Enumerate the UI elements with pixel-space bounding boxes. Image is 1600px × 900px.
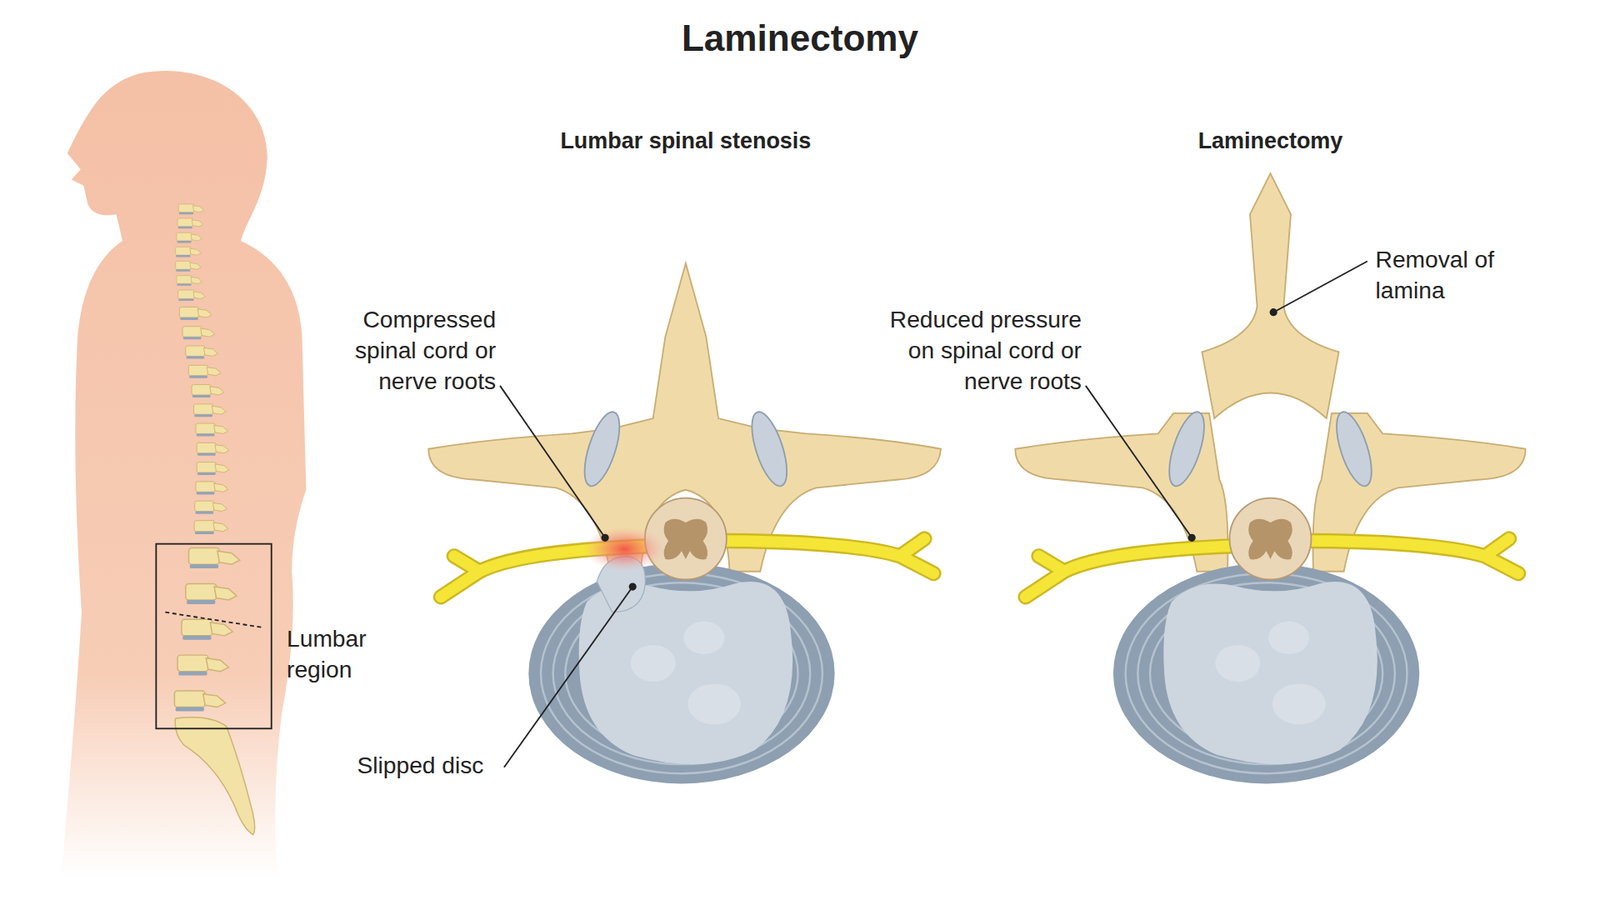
section-line [165,612,264,628]
region-label: Lumbar region [286,623,389,685]
diagram-title: Laminectomy [494,16,1107,62]
leader-lines [500,260,1368,767]
callout-label: Reduced pressure on spinal cord or nerve… [881,304,1082,396]
region-box [155,544,271,730]
pressure-glow [583,526,665,572]
panel-heading: Lumbar spinal stenosis [471,125,900,157]
vertebra-parts [440,408,934,785]
spine [174,204,255,835]
vertebra-parts [1025,408,1519,785]
callout-label: Compressed spinal cord or nerve roots [340,304,496,396]
body-silhouette [60,70,306,878]
callout-label: Removal of lamina [1375,244,1519,305]
vertebra-arch [428,263,941,572]
callout-label: Slipped disc [357,750,511,781]
removed-lamina [1201,173,1339,419]
panel-heading: Laminectomy [1055,125,1485,157]
